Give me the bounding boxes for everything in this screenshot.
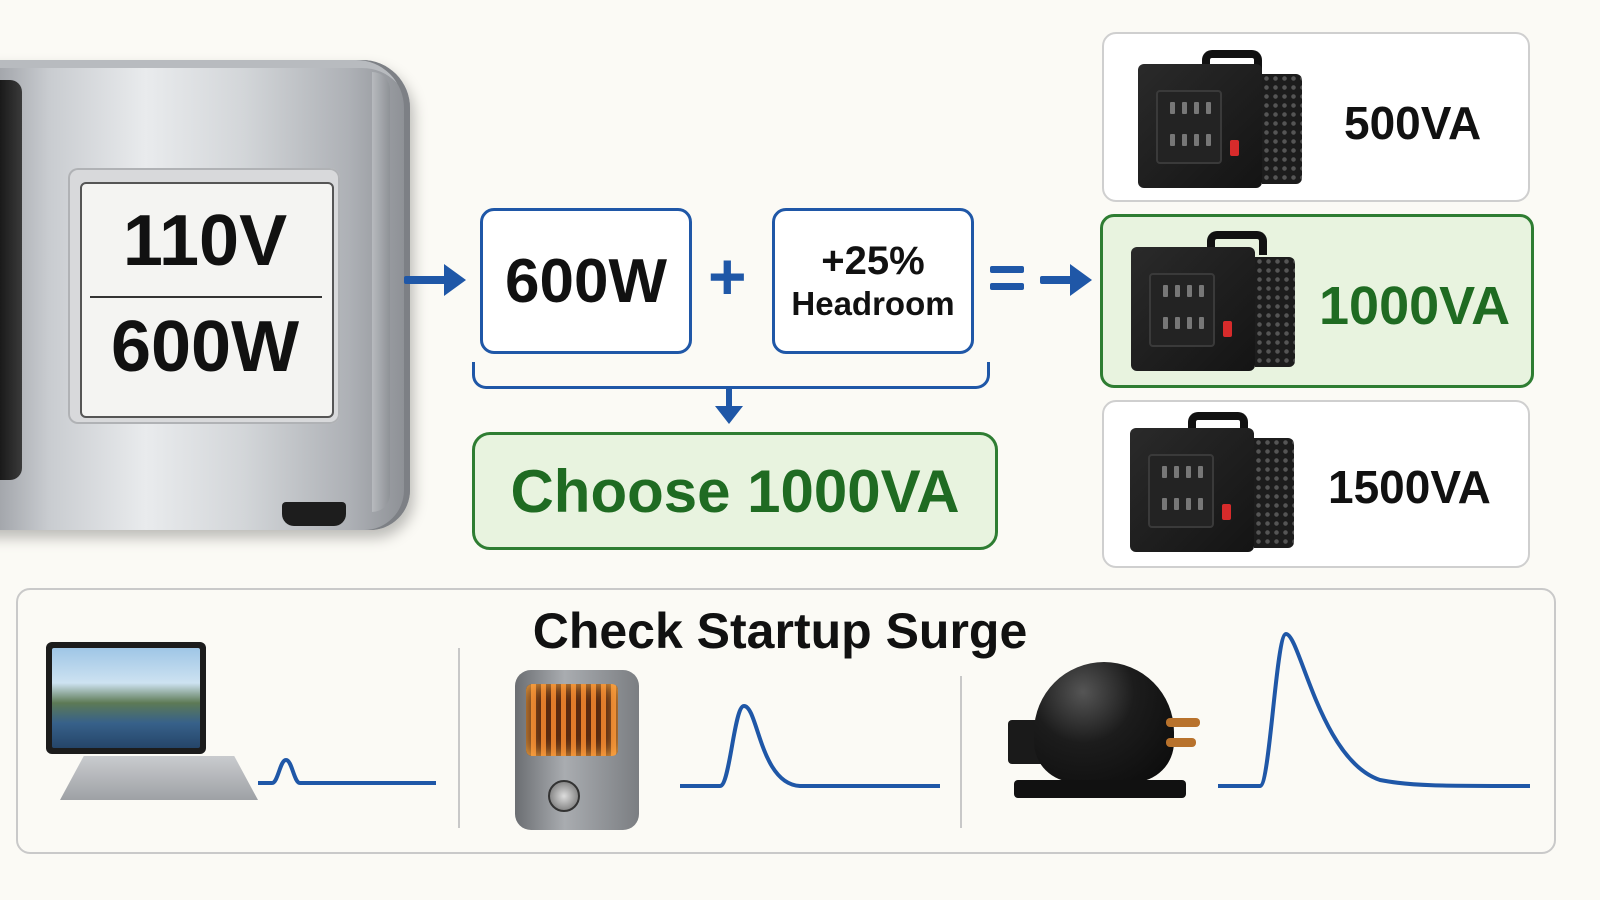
surge-curve-small: [258, 757, 436, 785]
laptop-display: [52, 648, 200, 748]
arrow-right-icon: [1040, 276, 1074, 284]
rating-label: [80, 182, 334, 418]
heater-knob-icon: [548, 780, 580, 812]
arrow-head-icon: [1070, 264, 1092, 296]
vent-icon: [1254, 438, 1294, 548]
outlet-icon: [1148, 454, 1214, 528]
headroom-box: +25% Headroom: [772, 208, 974, 354]
arrow-down-head-icon: [715, 406, 743, 424]
appliance-foot: [282, 502, 346, 526]
transformer-rating: 1500VA: [1328, 461, 1491, 513]
outlet-icon: [1156, 90, 1222, 164]
power-switch-icon: [1223, 321, 1232, 337]
appliance-rim: [372, 72, 390, 512]
surge-curve-large: [1218, 631, 1531, 788]
arrow-down-icon: [726, 386, 732, 408]
outlet-icon: [1149, 273, 1215, 347]
arrow-right-icon: [404, 276, 446, 284]
base-watts-box: 600W: [480, 208, 692, 354]
laptop-keyboard: [60, 756, 258, 800]
rating-voltage: 110V: [122, 201, 288, 281]
vent-icon: [1262, 74, 1302, 184]
transformer-card-1000va[interactable]: 1000VA: [1100, 214, 1534, 388]
surge-panel: [16, 588, 1556, 854]
vent-icon: [1255, 257, 1295, 367]
base-watts-text: 600W: [505, 246, 667, 316]
compressor-pipe: [1166, 738, 1196, 747]
result-box: Choose 1000VA: [472, 432, 998, 550]
transformer-rating: 1000VA: [1319, 276, 1511, 336]
headroom-word: Headroom: [791, 285, 955, 322]
panel-divider: [458, 648, 460, 828]
handle-icon: [1207, 231, 1267, 255]
transformer-card-500va[interactable]: 500VA: [1102, 32, 1530, 202]
laptop-icon: [46, 642, 206, 754]
rating-watts: 600W: [110, 307, 300, 387]
power-switch-icon: [1222, 504, 1231, 520]
equals-sign: [990, 266, 1024, 290]
compressor-pipe: [1166, 718, 1200, 727]
surge-panel-title: Check Startup Surge: [532, 603, 1028, 659]
transformer-card-1500va[interactable]: 1500VA: [1102, 400, 1530, 568]
headroom-percent: +25%: [821, 239, 925, 283]
plus-sign: +: [708, 239, 747, 313]
panel-divider: [960, 676, 962, 828]
power-switch-icon: [1230, 140, 1239, 156]
surge-curve-medium: [680, 703, 940, 788]
heater-grill: [526, 684, 618, 756]
handle-icon: [1202, 50, 1262, 74]
appliance-door-edge: [0, 80, 22, 480]
transformer-rating: 500VA: [1344, 97, 1482, 149]
compressor-base: [1014, 780, 1186, 798]
result-text: Choose 1000VA: [510, 457, 960, 525]
handle-icon: [1188, 412, 1248, 436]
arrow-head-icon: [444, 264, 466, 296]
rating-label-divider: [90, 296, 322, 298]
compressor-icon: [1034, 662, 1174, 782]
